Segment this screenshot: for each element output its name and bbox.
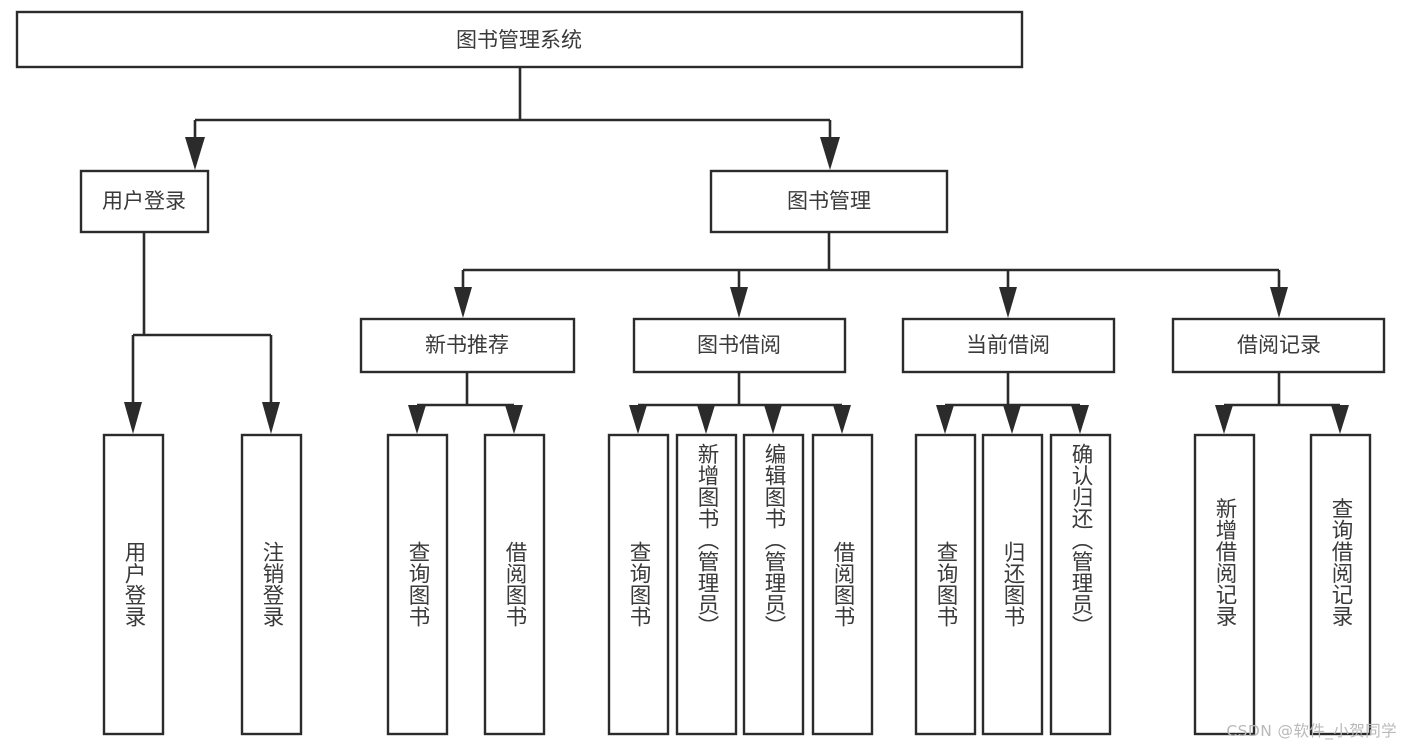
node-current-borrow-label: 当前借阅 — [966, 333, 1050, 357]
leaf-book-borrow-4-box[interactable] — [811, 433, 874, 736]
node-book-borrow-label: 图书借阅 — [697, 333, 781, 357]
node-borrow-record[interactable]: 借阅记录 — [1171, 317, 1386, 374]
leaf-borrow-record-2[interactable]: 查询借阅记录 — [1309, 433, 1372, 736]
node-user-login-label: 用户登录 — [102, 189, 186, 213]
leaf-user-login-2-label: 注销登录 — [259, 541, 284, 628]
node-root[interactable]: 图书管理系统 — [15, 10, 1024, 69]
leaf-user-login-1-label: 用户登录 — [121, 541, 146, 627]
node-new-book-recommend[interactable]: 新书推荐 — [359, 317, 576, 374]
arrow-book-borrow-leaf-4 — [833, 405, 851, 434]
node-user-login[interactable]: 用户登录 — [79, 169, 210, 234]
leaf-borrow-record-1-label: 新增借阅记录 — [1212, 497, 1237, 627]
arrow-book-mgmt-to-borrow-record — [1270, 287, 1288, 318]
node-root-label: 图书管理系统 — [456, 28, 582, 52]
leaf-borrow-record-1-box[interactable] — [1193, 433, 1256, 736]
node-current-borrow-box[interactable] — [901, 317, 1116, 374]
arrow-new-book-leaf-2 — [505, 405, 523, 434]
connector-group-borrow-record — [1215, 372, 1349, 434]
leaf-new-book-2[interactable]: 借阅图书 — [483, 433, 546, 736]
arrow-book-mgmt-to-new-book — [454, 287, 472, 318]
leaf-current-borrow-1-box[interactable] — [914, 433, 977, 736]
connector-group-current-borrow — [936, 372, 1089, 434]
leaf-book-borrow-1-label: 查询图书 — [626, 541, 651, 628]
arrow-book-borrow-leaf-2 — [697, 405, 715, 434]
leaf-borrow-record-2-label: 查询借阅记录 — [1328, 497, 1353, 627]
arrow-current-borrow-leaf-1 — [936, 405, 954, 434]
leaf-user-login-2-box[interactable] — [240, 433, 303, 736]
arrow-book-borrow-leaf-1 — [629, 405, 647, 434]
node-book-management-label: 图书管理 — [787, 189, 871, 213]
connector-group-root — [185, 67, 840, 170]
leaf-book-borrow-1-box[interactable] — [607, 433, 670, 736]
node-book-management-box[interactable] — [709, 169, 949, 234]
leaf-borrow-record-2-box[interactable] — [1309, 433, 1372, 736]
leaf-book-borrow-3-label: 编辑图书（管理员） — [761, 443, 786, 637]
arrow-current-borrow-leaf-2 — [1003, 405, 1021, 434]
arrow-book-mgmt-to-current-borrow — [999, 287, 1017, 318]
node-new-book-recommend-label: 新书推荐 — [425, 333, 509, 357]
csdn-watermark: CSDN @软件_小贺同学 — [1226, 722, 1397, 740]
arrow-current-borrow-leaf-3 — [1071, 405, 1089, 434]
node-current-borrow[interactable]: 当前借阅 — [901, 317, 1116, 374]
leaf-current-borrow-3-label: 确认归还（管理员） — [1068, 443, 1093, 637]
leaf-user-login-1[interactable]: 用户登录 — [102, 433, 165, 736]
leaf-new-book-2-box[interactable] — [483, 433, 546, 736]
leaf-new-book-2-label: 借阅图书 — [502, 541, 527, 628]
leaf-book-borrow-3[interactable]: 编辑图书（管理员） — [742, 433, 805, 736]
leaf-book-borrow-4[interactable]: 借阅图书 — [811, 433, 874, 736]
leaf-user-login-1-box[interactable] — [102, 433, 165, 736]
arrow-user-login-leaf-1 — [124, 402, 142, 434]
node-new-book-recommend-box[interactable] — [359, 317, 576, 374]
node-user-login-box[interactable] — [79, 169, 210, 234]
leaf-book-borrow-3-box[interactable] — [742, 433, 805, 736]
connector-group-new-book — [408, 372, 523, 434]
arrow-book-mgmt-to-book-borrow — [730, 287, 748, 318]
arrow-new-book-leaf-1 — [408, 405, 426, 434]
leaf-new-book-1[interactable]: 查询图书 — [386, 433, 449, 736]
leaf-book-borrow-1[interactable]: 查询图书 — [607, 433, 670, 736]
arrow-borrow-record-leaf-1 — [1215, 405, 1233, 434]
connector-group-user-login — [124, 232, 280, 434]
leaf-current-borrow-2-label: 归还图书 — [1000, 541, 1025, 628]
arrow-root-to-book-mgmt — [820, 137, 840, 170]
arrow-borrow-record-leaf-2 — [1331, 405, 1349, 434]
arrow-book-borrow-leaf-3 — [764, 405, 782, 434]
node-borrow-record-box[interactable] — [1171, 317, 1386, 374]
leaf-borrow-record-1[interactable]: 新增借阅记录 — [1193, 433, 1256, 736]
node-book-management[interactable]: 图书管理 — [709, 169, 949, 234]
node-root-box[interactable] — [15, 10, 1024, 69]
arrow-root-to-user-login — [185, 137, 205, 170]
leaf-book-borrow-2[interactable]: 新增图书（管理员） — [675, 433, 738, 736]
leaf-current-borrow-3-box[interactable] — [1049, 433, 1112, 736]
node-book-borrow-box[interactable] — [632, 317, 847, 374]
leaf-current-borrow-2[interactable]: 归还图书 — [981, 433, 1044, 736]
node-book-borrow[interactable]: 图书借阅 — [632, 317, 847, 374]
leaf-book-borrow-4-label: 借阅图书 — [830, 541, 855, 628]
leaf-user-login-2[interactable]: 注销登录 — [240, 433, 303, 736]
leaf-current-borrow-1[interactable]: 查询图书 — [914, 433, 977, 736]
connector-group-book-borrow — [629, 372, 851, 434]
arrow-user-login-leaf-2 — [262, 402, 280, 434]
leaf-current-borrow-2-box[interactable] — [981, 433, 1044, 736]
leaf-book-borrow-2-box[interactable] — [675, 433, 738, 736]
leaf-current-borrow-3[interactable]: 确认归还（管理员） — [1049, 433, 1112, 736]
node-borrow-record-label: 借阅记录 — [1237, 333, 1321, 357]
connector-group-book-mgmt — [454, 232, 1288, 318]
leaf-current-borrow-1-label: 查询图书 — [933, 541, 958, 628]
leaf-new-book-1-label: 查询图书 — [405, 541, 430, 628]
leaf-book-borrow-2-label: 新增图书（管理员） — [694, 443, 719, 637]
leaf-new-book-1-box[interactable] — [386, 433, 449, 736]
